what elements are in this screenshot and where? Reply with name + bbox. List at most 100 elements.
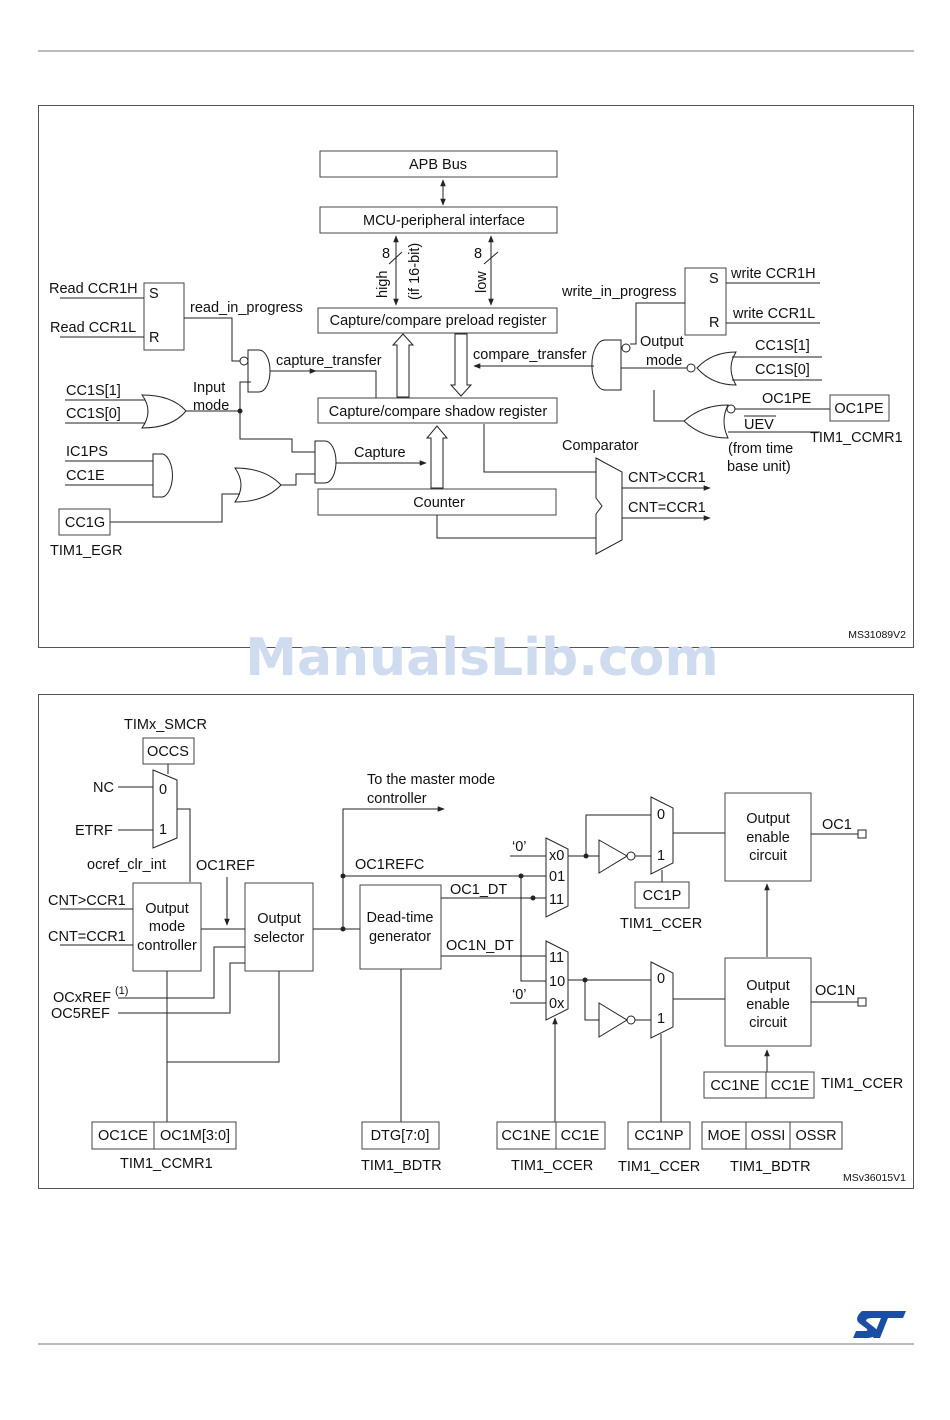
upper-polarity-mux bbox=[650, 796, 674, 875]
oc1m-box bbox=[153, 1121, 237, 1150]
mcu-interface-label: MCU-peripheral interface bbox=[363, 213, 525, 229]
high-label: high bbox=[375, 271, 391, 298]
dtg-label-2: generator bbox=[369, 929, 431, 945]
high-bus-slash bbox=[388, 251, 403, 265]
tim1-egr-label: TIM1_EGR bbox=[50, 543, 123, 559]
figure2-id: MSv36015V1 bbox=[843, 1172, 906, 1184]
oc1refc-label: OC1REFC bbox=[355, 857, 424, 873]
capture-or-output bbox=[281, 473, 315, 486]
os-label-1: Output bbox=[257, 911, 301, 927]
read-latch-s: S bbox=[149, 286, 159, 302]
os-label-2: selector bbox=[254, 930, 305, 946]
counter-to-comparator bbox=[436, 515, 596, 539]
cc1s0-right-label: CC1S[0] bbox=[755, 362, 810, 378]
st-logo-text: ST bbox=[880, 1331, 882, 1333]
write-ccr1l-label: write CCR1L bbox=[732, 306, 815, 322]
moe-label: MOE bbox=[707, 1128, 740, 1144]
cc1ne-bottom-label: CC1NE bbox=[501, 1128, 550, 1144]
mux-x0-label: x0 bbox=[549, 848, 564, 864]
upper-select-mux bbox=[545, 837, 569, 918]
uev-note-2: base unit) bbox=[727, 459, 791, 475]
deadtime-generator-box bbox=[359, 884, 442, 970]
preload-register-label: Capture/compare preload register bbox=[330, 313, 547, 329]
cc1e-right-box bbox=[765, 1071, 815, 1099]
write-in-progress-wire bbox=[630, 302, 685, 345]
preload-register-box bbox=[317, 307, 558, 334]
dtg-label-1: Dead-time bbox=[367, 910, 434, 926]
lower-polarity-mux bbox=[650, 961, 674, 1039]
omc-label-3: controller bbox=[137, 938, 197, 954]
lower-select-mux bbox=[545, 940, 569, 1021]
upper-inverter bbox=[598, 839, 628, 874]
cnt-eq-in-label: CNT=CCR1 bbox=[48, 929, 126, 945]
oc1pe-nor-gate bbox=[683, 404, 729, 439]
tim1-bdtr-a-label: TIM1_BDTR bbox=[361, 1158, 442, 1174]
cc1ne-right-label: CC1NE bbox=[710, 1078, 759, 1094]
mux-11b-label: 11 bbox=[549, 950, 564, 966]
write-latch-s: S bbox=[709, 271, 719, 287]
comparator-label: Comparator bbox=[562, 438, 639, 454]
oc1n-pin bbox=[857, 997, 867, 1007]
timx-smcr-label: TIMx_SMCR bbox=[124, 717, 207, 733]
read-latch-r: R bbox=[149, 330, 159, 346]
mux-0-label: 0 bbox=[159, 782, 167, 798]
oc5ref-wire bbox=[118, 962, 245, 1014]
read-in-progress-wire bbox=[184, 317, 240, 362]
ossr-label: OSSR bbox=[795, 1128, 836, 1144]
pmux-b-1: 1 bbox=[657, 1011, 665, 1027]
oc1ref-label: OC1REF bbox=[196, 858, 255, 874]
cc1ne-right-box bbox=[703, 1071, 767, 1099]
capture-label: Capture bbox=[354, 445, 406, 461]
pmux-b-0: 0 bbox=[657, 971, 665, 987]
st-logo: ST bbox=[853, 1311, 906, 1338]
mux-0x-label: 0x bbox=[549, 996, 565, 1012]
oc1-dt-label: OC1_DT bbox=[450, 882, 507, 898]
oe1-label-2: enable bbox=[746, 830, 790, 846]
cc1p-box bbox=[634, 881, 690, 909]
to-master-label-2: controller bbox=[367, 791, 427, 807]
omc-label-2: mode bbox=[149, 919, 185, 935]
to-master-arrow bbox=[342, 806, 445, 929]
lower-to-inverter bbox=[584, 980, 599, 1021]
tim1-bdtr-b-label: TIM1_BDTR bbox=[730, 1159, 811, 1175]
cc1g-wire bbox=[110, 493, 240, 523]
read-ccr1h-label: Read CCR1H bbox=[49, 281, 138, 297]
ic1ps-and-gate bbox=[152, 453, 173, 498]
oc1refc-to-lower-mux bbox=[520, 876, 546, 982]
ocxref-footnote: (1) bbox=[115, 985, 128, 997]
watermark: ManualsLib.com bbox=[245, 628, 718, 688]
low-bus-slash bbox=[483, 251, 499, 265]
dtg-register-box bbox=[361, 1121, 440, 1150]
to-master-label-1: To the master mode bbox=[367, 772, 495, 788]
capture-transfer-and-gate bbox=[247, 349, 271, 393]
input-mode-wire-up bbox=[186, 381, 251, 412]
apb-bus-box bbox=[319, 150, 558, 178]
oc5ref-label: OC5REF bbox=[51, 1006, 110, 1022]
compare-transfer-label: compare_transfer bbox=[473, 347, 587, 363]
input-mode-label-2: mode bbox=[193, 398, 229, 414]
upper-inverter-bubble bbox=[626, 851, 636, 861]
capture-or-gate bbox=[234, 467, 282, 503]
output-mode-label-1: Output bbox=[640, 334, 684, 350]
occs-box bbox=[142, 737, 195, 765]
cc1g-box bbox=[58, 508, 111, 536]
figure1-id: MS31089V2 bbox=[848, 629, 906, 641]
read-in-progress-inverter bbox=[239, 356, 249, 366]
moe-box bbox=[701, 1121, 747, 1150]
lower-inverter bbox=[598, 1002, 628, 1038]
oc1n-dt-label: OC1N_DT bbox=[446, 938, 514, 954]
oc1ce-box bbox=[91, 1121, 155, 1150]
etrf-label: ETRF bbox=[75, 823, 113, 839]
cnt-eq-label: CNT=CCR1 bbox=[628, 500, 706, 516]
cc1e-left-label: CC1E bbox=[66, 468, 105, 484]
apb-bus-label: APB Bus bbox=[409, 157, 467, 173]
zero-a-label: ‘0’ bbox=[512, 839, 527, 855]
cc1e-bottom-label: CC1E bbox=[561, 1128, 600, 1144]
figure1-frame bbox=[38, 105, 914, 648]
output-mode-controller-box bbox=[132, 882, 202, 972]
uev-label: UEV bbox=[744, 417, 774, 433]
mux-01-label: 01 bbox=[549, 869, 565, 885]
dtg-register-label: DTG[7:0] bbox=[371, 1128, 430, 1144]
tim1-ccer-b-label: TIM1_CCER bbox=[511, 1158, 593, 1174]
ossr-box bbox=[789, 1121, 843, 1150]
